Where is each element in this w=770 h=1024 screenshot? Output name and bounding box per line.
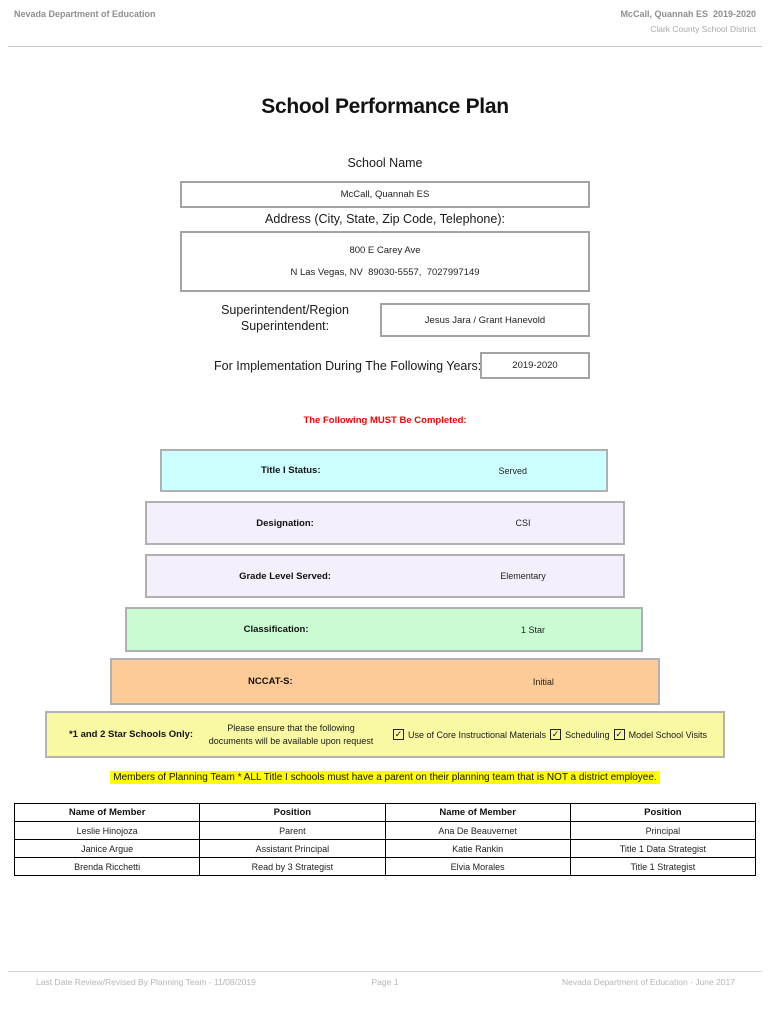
- column-header: Position: [569, 803, 757, 822]
- member-name-cell: Ana De Beauvernet: [384, 821, 571, 840]
- must-complete-notice: The Following MUST Be Completed:: [303, 415, 467, 426]
- check-item-scheduling: ✓ Scheduling: [550, 729, 610, 740]
- column-header: Name of Member: [384, 803, 571, 822]
- position-cell: Parent: [199, 821, 386, 840]
- address-line1: 800 E Carey Ave: [349, 244, 421, 256]
- check-item-model-visits: ✓ Model School Visits: [613, 729, 707, 740]
- designation-value: CSI: [515, 518, 531, 528]
- school-name-value: McCall, Quannah ES: [340, 189, 430, 200]
- footer-last-review: Last Date Review/Revised By Planning Tea…: [36, 977, 256, 987]
- superintendent-field[interactable]: Jesus Jara / Grant Hanevold: [380, 303, 590, 337]
- checkbox-checked-icon[interactable]: ✓: [393, 729, 404, 740]
- title1-status-label: Title I Status:: [261, 465, 321, 476]
- designation-row: Designation: CSI: [145, 501, 625, 545]
- page-title: School Performance Plan: [261, 95, 509, 118]
- classification-label: Classification:: [243, 624, 309, 635]
- table-row: Janice Argue Assistant Principal Katie R…: [13, 839, 757, 858]
- superintendent-value: Jesus Jara / Grant Hanevold: [424, 314, 546, 326]
- planning-team-table: Name of Member Position Name of Member P…: [13, 803, 757, 876]
- grade-level-row: Grade Level Served: Elementary: [145, 554, 625, 598]
- member-name-cell: Elvia Morales: [384, 857, 571, 876]
- star-schools-checklist: ✓ Use of Core Instructional Materials ✓ …: [377, 729, 713, 740]
- column-header: Position: [199, 803, 386, 822]
- designation-label: Designation:: [256, 517, 314, 529]
- grade-level-label: Grade Level Served:: [239, 570, 331, 582]
- address-label: Address (City, State, Zip Code, Telephon…: [265, 212, 505, 226]
- school-name-field[interactable]: McCall, Quannah ES: [180, 181, 590, 208]
- address-field[interactable]: 800 E Carey Ave N Las Vegas, NV 89030-55…: [180, 231, 590, 292]
- table-row: Leslie Hinojoza Parent Ana De Beauvernet…: [13, 821, 757, 840]
- header-school-year: McCall, Quannah ES 2019-2020: [620, 9, 756, 19]
- star-schools-label: *1 and 2 Star Schools Only:: [68, 729, 194, 740]
- header-divider: [8, 46, 762, 47]
- column-header: Name of Member: [13, 803, 201, 822]
- nccats-row: NCCAT-S: Initial: [110, 658, 660, 705]
- classification-row: Classification: 1 Star: [125, 607, 643, 652]
- star-schools-box: *1 and 2 Star Schools Only: Please ensur…: [45, 711, 725, 758]
- implementation-years-label: For Implementation During The Following …: [214, 359, 482, 373]
- check-label: Scheduling: [565, 729, 610, 740]
- member-name-cell: Katie Rankin: [384, 839, 571, 858]
- footer-page-number: Page 1: [371, 977, 399, 987]
- footer-source: Nevada Department of Education - June 20…: [562, 977, 735, 987]
- title1-status-value: Served: [498, 465, 528, 476]
- nccats-label: NCCAT-S:: [247, 676, 293, 687]
- grade-level-value: Elementary: [500, 571, 546, 581]
- position-cell: Title 1 Data Strategist: [569, 839, 757, 858]
- superintendent-label: Superintendent/Region Superintendent:: [221, 303, 349, 333]
- check-label: Model School Visits: [628, 729, 707, 740]
- member-name-cell: Brenda Ricchetti: [13, 857, 201, 876]
- classification-value: 1 Star: [521, 624, 546, 635]
- table-header-row: Name of Member Position Name of Member P…: [13, 803, 757, 822]
- checkbox-checked-icon[interactable]: ✓: [550, 729, 562, 740]
- nccats-value: Initial: [532, 676, 554, 687]
- position-cell: Principal: [569, 821, 757, 840]
- implementation-years-field[interactable]: 2019-2020: [480, 352, 590, 379]
- implementation-years-value: 2019-2020: [512, 360, 558, 371]
- planning-team-notice-highlight: Members of Planning Team * ALL Title I s…: [110, 771, 660, 784]
- title1-status-row: Title I Status: Served: [160, 449, 608, 492]
- footer-divider: [8, 971, 762, 972]
- header-department: Nevada Department of Education: [14, 9, 156, 19]
- checkbox-checked-icon[interactable]: ✓: [613, 729, 625, 740]
- position-cell: Read by 3 Strategist: [199, 857, 386, 876]
- member-name-cell: Leslie Hinojoza: [13, 821, 201, 840]
- member-name-cell: Janice Argue: [13, 839, 201, 858]
- star-schools-note: Please ensure that the following documen…: [208, 722, 374, 746]
- school-name-label: School Name: [347, 156, 423, 170]
- table-row: Brenda Ricchetti Read by 3 Strategist El…: [13, 857, 757, 876]
- check-label: Use of Core Instructional Materials: [408, 729, 547, 740]
- position-cell: Assistant Principal: [199, 839, 386, 858]
- address-line2: N Las Vegas, NV 89030-5557, 7027997149: [290, 267, 480, 279]
- check-item-core-materials: ✓ Use of Core Instructional Materials: [393, 729, 546, 740]
- position-cell: Title 1 Strategist: [569, 857, 757, 876]
- planning-team-notice: Members of Planning Team * ALL Title I s…: [0, 767, 770, 785]
- header-district: Clark County School District: [650, 24, 756, 34]
